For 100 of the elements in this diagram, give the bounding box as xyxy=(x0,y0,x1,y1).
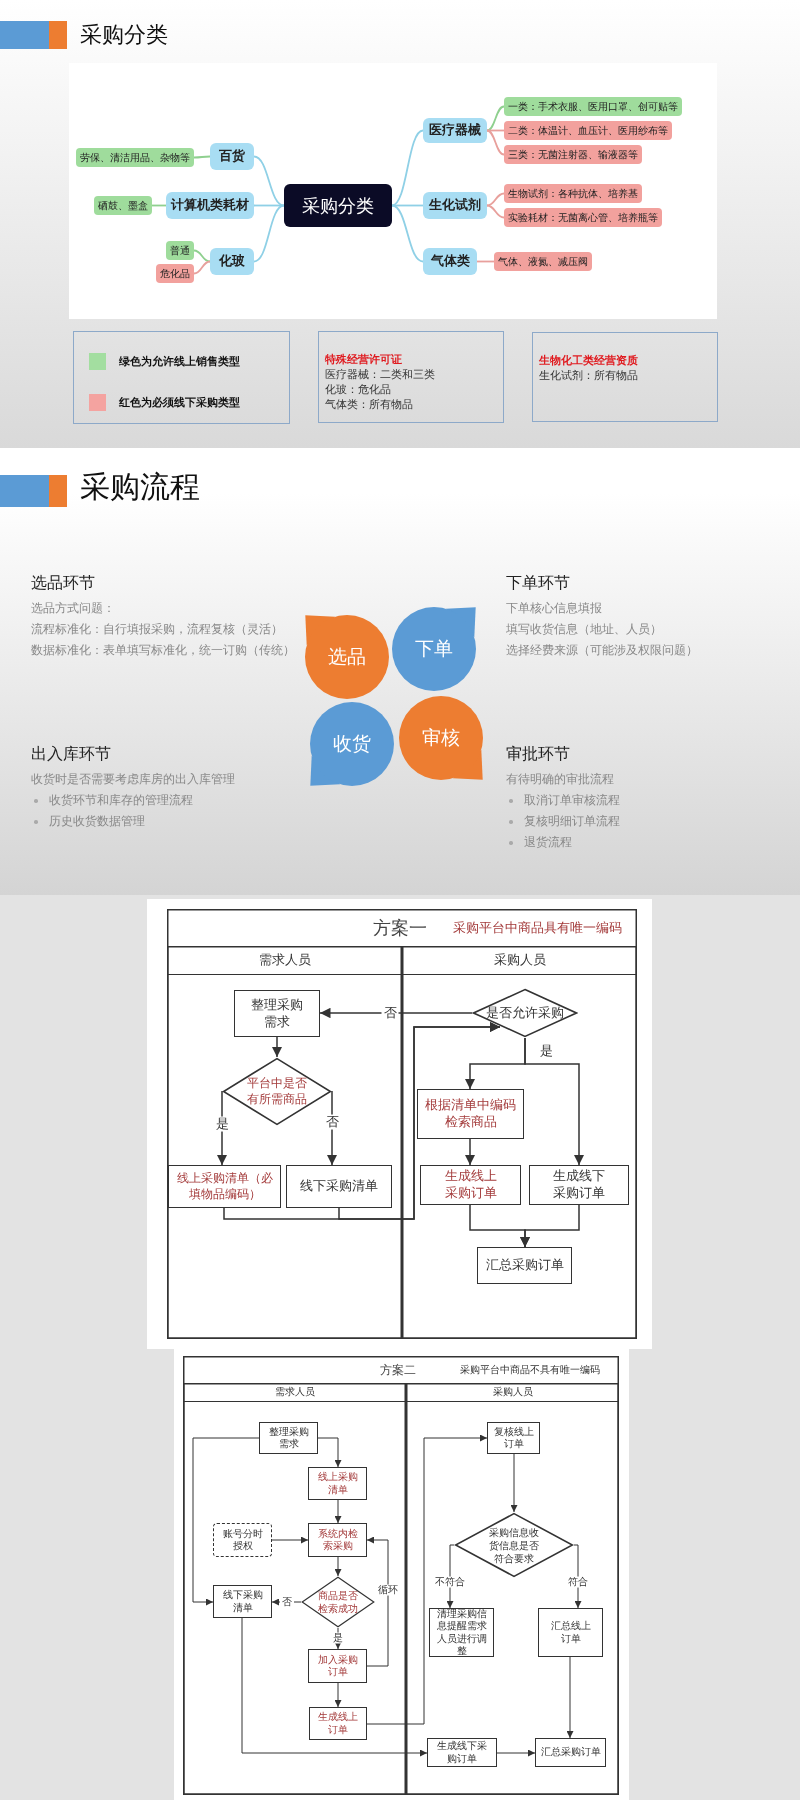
arrow xyxy=(319,1007,473,1019)
box-label: 汇总采购订单 xyxy=(485,1257,564,1274)
node-label: 生物试剂：各种抗体、培养基 xyxy=(508,186,638,201)
process-box xyxy=(420,1165,521,1205)
arrow xyxy=(317,1437,342,1468)
topic-box xyxy=(166,192,254,219)
legend-text: 绿色为允许线上销售类型 xyxy=(119,354,240,369)
info-line: 气体类：所有物品 xyxy=(325,397,414,412)
lane-header: 需求人员 xyxy=(183,1383,406,1402)
subtopic-tag xyxy=(504,97,682,116)
info-line: 生化试剂：所有物品 xyxy=(539,368,639,383)
box-label: 生成线上订单 xyxy=(318,1711,358,1736)
subtopic-tag xyxy=(504,145,642,164)
node-label: 采购分类 xyxy=(302,194,374,218)
arrow xyxy=(524,1037,585,1166)
lane-header: 采购人员 xyxy=(402,946,637,975)
lane-header: 需求人员 xyxy=(167,946,402,975)
node-label: 百货 xyxy=(219,148,245,165)
process-box xyxy=(234,990,320,1037)
section-title: 采购分类 xyxy=(80,22,168,49)
node-label: 计算机类耗材 xyxy=(171,197,249,214)
arrow xyxy=(464,1138,476,1166)
node-label: 一类：手术衣服、医用口罩、创可贴等 xyxy=(508,99,678,114)
node-label: 生化试剂 xyxy=(429,197,481,214)
node-label: 三类：无菌注射器、输液器等 xyxy=(508,147,638,162)
arrow xyxy=(338,1021,501,1220)
connector-line xyxy=(193,249,211,263)
connector-line xyxy=(391,204,424,263)
box-label: 商品是否检索成功 xyxy=(318,1589,358,1615)
connector-line xyxy=(193,260,211,275)
arrow xyxy=(519,1204,580,1248)
process-box xyxy=(308,1649,367,1683)
chart-subtitle: 采购平台中商品不具有唯一编码 xyxy=(460,1363,600,1377)
arrow xyxy=(216,1090,228,1166)
arrow xyxy=(510,1453,518,1513)
topic-box xyxy=(210,143,254,170)
swimlane xyxy=(402,946,637,1339)
box-label: 汇总采购订单 xyxy=(540,1746,601,1759)
swimlane xyxy=(167,946,402,1339)
chart-subtitle: 采购平台中商品具有唯一编码 xyxy=(452,919,622,937)
lane-header: 采购人员 xyxy=(406,1383,619,1402)
box-label: 线上采购清单（必填物品编码） xyxy=(175,1170,274,1203)
node-label: 选品 xyxy=(328,645,366,669)
box-label: 是否允许采购 xyxy=(486,1004,564,1022)
process-box xyxy=(538,1608,603,1657)
box-label: 生成线下采购订单 xyxy=(437,1740,487,1765)
box-label: 整理采购需求 xyxy=(268,1425,309,1451)
subtopic-tag xyxy=(494,252,592,271)
subtopic-tag xyxy=(156,264,194,283)
arrow xyxy=(241,1617,428,1757)
box-label: 复核线上订单 xyxy=(493,1425,534,1451)
subtopic-tag xyxy=(166,241,194,260)
decision-diamond xyxy=(301,1576,375,1628)
subtopic-tag xyxy=(504,121,672,140)
node-label: 收货 xyxy=(333,732,371,756)
box-label: 线下采购清单 xyxy=(222,1589,263,1614)
list-item: 退货流程 xyxy=(524,836,572,850)
edge-label: 不符合 xyxy=(433,1576,467,1588)
connector-line xyxy=(253,155,285,207)
box-label: 清理采购信息提醒需求人员进行调整 xyxy=(436,1607,487,1658)
box-label: 采购信息收货信息是否符合要求 xyxy=(489,1525,539,1565)
topic-box xyxy=(423,248,477,275)
process-box xyxy=(529,1165,629,1205)
arrow xyxy=(334,1499,342,1524)
box-label: 线上采购清单 xyxy=(317,1471,358,1496)
subtopic-tag xyxy=(76,148,194,167)
process-box xyxy=(427,1738,497,1767)
node-label: 危化品 xyxy=(160,266,190,281)
box-label: 加入采购订单 xyxy=(317,1653,358,1679)
box-label: 生成线上采购订单 xyxy=(443,1168,498,1202)
info-line: 医疗器械：二类和三类 xyxy=(325,367,436,382)
info-box xyxy=(318,331,504,423)
node-label: 医疗器械 xyxy=(429,122,481,139)
arrow xyxy=(496,1749,536,1757)
arrow xyxy=(366,1434,488,1725)
process-box xyxy=(417,1089,524,1139)
arrow xyxy=(192,1437,260,1606)
info-heading: 特殊经营许可证 xyxy=(325,352,403,367)
topic-box xyxy=(210,248,254,275)
stage-heading: 选品环节 xyxy=(31,574,95,593)
topic-box xyxy=(423,118,487,143)
box-label: 整理采购需求 xyxy=(250,996,304,1031)
subtopic-tag xyxy=(94,196,152,215)
info-heading: 生物化工类经营资质 xyxy=(539,353,639,368)
stage-note: 填写收货信息（地址、人员） xyxy=(506,623,662,637)
stage-note: 下单核心信息填报 xyxy=(506,602,602,616)
box-label: 生成线下采购订单 xyxy=(552,1168,606,1202)
node-label: 二类：体温计、血压计、医用纱布等 xyxy=(508,123,668,138)
box-label: 系统内检索采购 xyxy=(317,1527,358,1553)
node-label: 审核 xyxy=(422,726,460,750)
decision-diamond xyxy=(454,1512,574,1578)
stage-heading: 审批环节 xyxy=(506,745,570,764)
connector-line xyxy=(486,105,505,132)
arrow xyxy=(271,1036,283,1058)
process-box xyxy=(213,1523,272,1557)
info-line: 化玻：危化品 xyxy=(325,382,392,397)
subtopic-tag xyxy=(504,184,642,203)
list-item: 收货环节和库存的管理流程 xyxy=(49,794,193,808)
connector-line xyxy=(476,260,495,263)
process-box xyxy=(477,1247,572,1284)
